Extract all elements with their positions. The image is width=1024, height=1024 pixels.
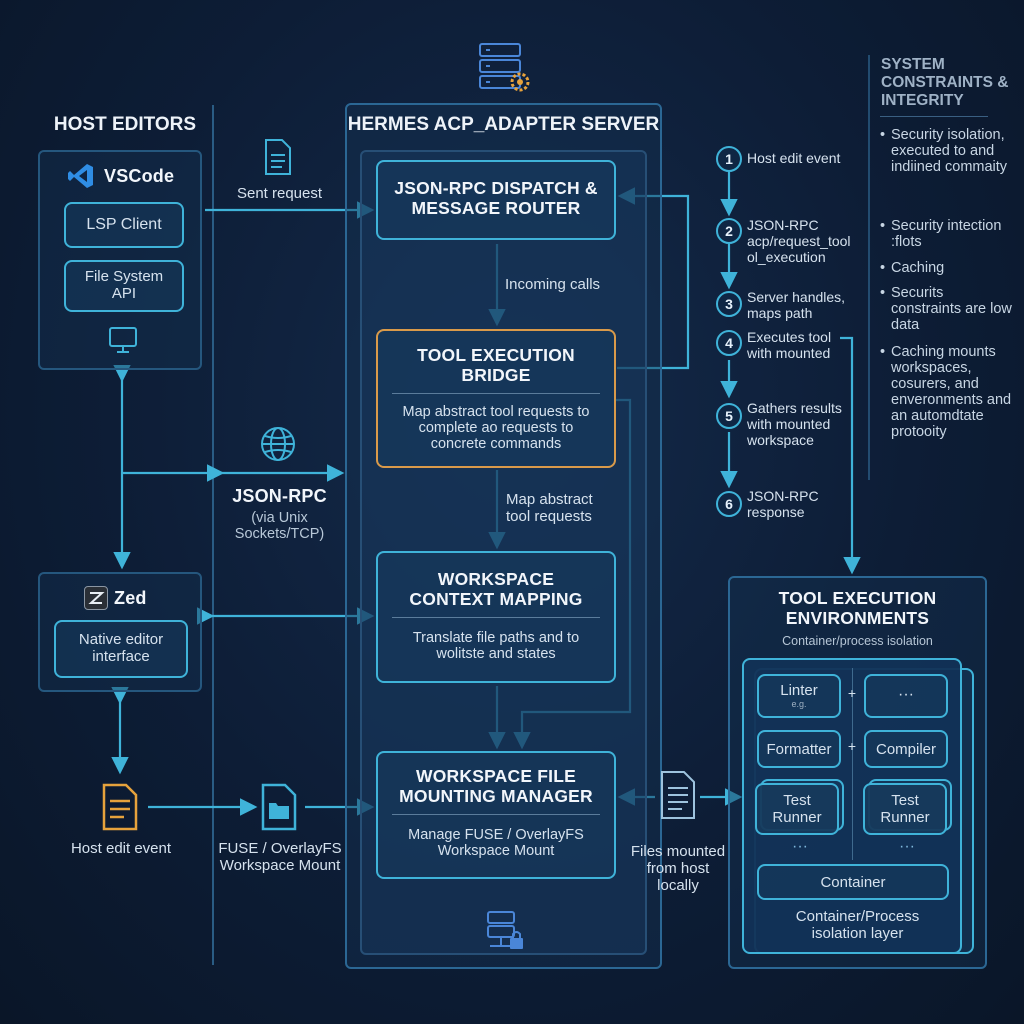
test-runner-2-label: Test Runner xyxy=(880,792,930,826)
isolation-layer-label: Container/Process isolation layer xyxy=(795,908,920,942)
container-box[interactable]: Container xyxy=(757,864,949,900)
tool-bridge-divider xyxy=(392,393,600,394)
edit-document-icon xyxy=(102,783,138,831)
context-mapping-desc: Translate file paths and to wolitste and… xyxy=(412,630,580,662)
folder-document-icon xyxy=(261,783,297,831)
test-runner-1-box[interactable]: Test Runner xyxy=(755,783,839,835)
step-text: JSON-RPC acp/request_tool ol_execution xyxy=(747,217,851,265)
formatter-box[interactable]: Formatter xyxy=(757,730,841,768)
bullet-marker: • xyxy=(880,260,886,276)
zed-label: Zed xyxy=(114,588,147,608)
mount-manager-title: WORKSPACE FILE MOUNTING MANAGER xyxy=(399,766,593,806)
formatter-label: Formatter xyxy=(766,741,832,758)
step-number: 3 xyxy=(716,291,742,317)
bullet-marker: • xyxy=(880,344,886,360)
test-runner-1-label: Test Runner xyxy=(772,792,822,826)
dispatch-title: JSON-RPC DISPATCH & MESSAGE ROUTER xyxy=(394,178,598,218)
constraint-item: Security intection​:flots xyxy=(891,218,1002,250)
files-mounted-label: Files mounted from host locally xyxy=(630,843,726,894)
step-text: Gathers results with mounted workspace xyxy=(747,400,842,448)
context-mapping-divider xyxy=(392,617,600,618)
document-icon xyxy=(265,139,291,175)
file-system-api-box[interactable]: File System API xyxy=(64,260,184,312)
container-label: Container xyxy=(820,874,886,891)
server-gear-icon xyxy=(479,43,530,92)
plus-sign: + xyxy=(847,685,857,701)
jsonrpc-sub-label: (via Unix Sockets/TCP) xyxy=(234,510,325,542)
files-document-icon xyxy=(661,771,695,819)
globe-icon xyxy=(261,427,295,461)
server-lock-icon xyxy=(487,911,523,949)
native-editor-box[interactable]: Native editor interface xyxy=(54,620,188,678)
bullet-marker: • xyxy=(880,127,886,143)
step-number: 6 xyxy=(716,491,742,517)
linter-note: e.g. xyxy=(791,699,807,709)
file-system-api-label: File System API xyxy=(84,268,164,302)
mount-manager-desc: Manage FUSE / OverlayFS Workspace Mount xyxy=(408,827,584,859)
bullet-marker: • xyxy=(880,218,886,234)
ellipsis-text: ··· xyxy=(899,838,915,855)
ellipsis-box[interactable]: ··· xyxy=(864,674,948,718)
native-editor-label: Native editor interface xyxy=(78,631,164,665)
sent-request-label: Sent request xyxy=(236,185,323,202)
plus-sign: + xyxy=(847,738,857,754)
incoming-calls-label: Incoming calls xyxy=(505,276,601,293)
jsonrpc-label: JSON-RPC xyxy=(232,486,327,506)
context-mapping-box[interactable]: WORKSPACE CONTEXT MAPPING Translate file… xyxy=(376,551,616,683)
tool-bridge-desc: Map abstract tool requests to complete a… xyxy=(402,404,590,452)
vscode-icon xyxy=(68,164,93,188)
zed-panel: Zed Native editor interface xyxy=(38,572,202,692)
vscode-panel: VSCode LSP Client File System API xyxy=(38,150,202,370)
monitor-icon xyxy=(109,327,137,353)
linter-box[interactable]: Linter e.g. xyxy=(757,674,841,718)
zed-icon xyxy=(84,586,108,610)
lsp-client-label: LSP Client xyxy=(86,216,162,233)
constraint-item: Securits constraints are low data xyxy=(891,285,1012,333)
tool-bridge-box[interactable]: TOOL EXECUTION BRIDGE Map abstract tool … xyxy=(376,329,616,468)
mount-manager-box[interactable]: WORKSPACE FILE MOUNTING MANAGER Manage F… xyxy=(376,751,616,879)
step-text: Server handles, maps path xyxy=(747,289,846,321)
step-text: Executes tool with mounted xyxy=(747,329,832,361)
ellipsis-label: ··· xyxy=(898,686,914,703)
vscode-label: VSCode xyxy=(104,166,175,186)
lsp-client-box[interactable]: LSP Client xyxy=(64,202,184,248)
step-text: JSON-RPC response xyxy=(747,488,819,520)
host-edit-event-label: Host edit event xyxy=(70,840,172,857)
ellipsis-text: ··· xyxy=(792,838,808,855)
bullet-marker: • xyxy=(880,285,886,301)
environments-subtitle: Container/process isolation xyxy=(782,634,933,648)
constraint-item: Caching xyxy=(891,260,945,276)
step-number: 4 xyxy=(716,330,742,356)
context-mapping-title: WORKSPACE CONTEXT MAPPING xyxy=(409,569,583,609)
map-abstract-label: Map abstract tool requests xyxy=(506,491,593,525)
constraints-title: SYSTEM CONSTRAINTS & INTEGRITY xyxy=(881,56,1009,109)
compiler-box[interactable]: Compiler xyxy=(864,730,948,768)
env-divider xyxy=(852,668,853,860)
step-text: Host edit event xyxy=(747,150,841,166)
step-number: 1 xyxy=(716,146,742,172)
constraint-item: Caching mounts workspaces, cosurers, and… xyxy=(891,344,1012,440)
constraint-item: Security isolation, executed to and indi… xyxy=(891,127,1008,175)
tool-bridge-title: TOOL EXECUTION BRIDGE xyxy=(417,345,575,385)
dispatch-box[interactable]: JSON-RPC DISPATCH & MESSAGE ROUTER xyxy=(376,160,616,240)
environments-title: TOOL EXECUTION ENVIRONMENTS xyxy=(778,588,937,628)
step-number: 2 xyxy=(716,218,742,244)
host-editors-title: HOST EDITORS xyxy=(53,114,197,135)
test-runner-2-box[interactable]: Test Runner xyxy=(863,783,947,835)
constraints-divider xyxy=(880,116,988,117)
mount-manager-divider xyxy=(392,814,600,815)
server-title: HERMES ACP_ADAPTER SERVER xyxy=(347,114,660,135)
fuse-mount-label: FUSE / OverlayFS Workspace Mount xyxy=(218,840,342,874)
compiler-label: Compiler xyxy=(875,741,936,758)
linter-label: Linter xyxy=(780,682,818,699)
step-number: 5 xyxy=(716,403,742,429)
